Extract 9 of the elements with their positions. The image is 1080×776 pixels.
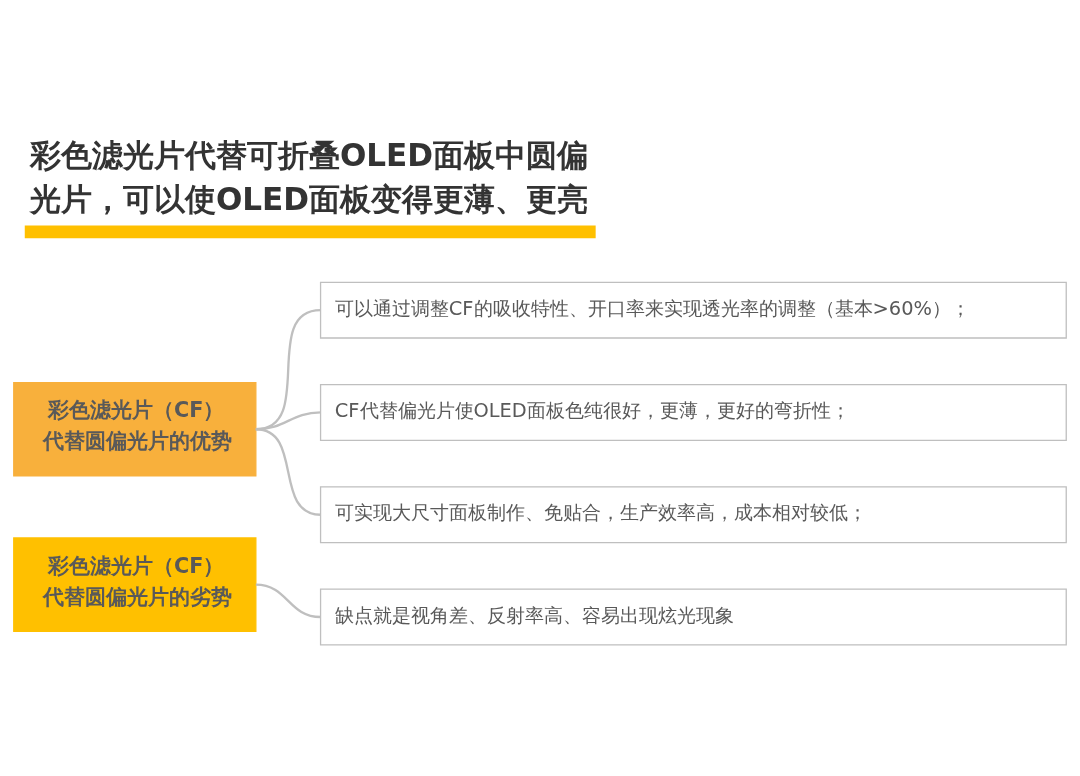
node-box: CF代替偏光片使OLED面板色纯很好，更薄，更好的弯折性；: [319, 383, 1067, 441]
node-box: 缺点就是视角差、反射率高、容易出现炫光现象: [319, 588, 1067, 645]
connector: [255, 582, 321, 618]
connector: [255, 427, 321, 516]
node-box: 彩色滤光片（CF）代替圆偏光片的优势: [13, 381, 257, 477]
node-box: 可实现大尺寸面板制作、免贴合，生产效率高，成本相对较低；: [319, 485, 1067, 543]
node-box: 可以通过调整CF的吸收特性、开口率来实现透光率的调整（基本>60%）；: [319, 281, 1067, 339]
diagram-title: 彩色滤光片代替可折叠OLED面板中圆偏光片，可以使OLED面板变得更薄、更亮: [29, 136, 589, 217]
node-box: 彩色滤光片（CF）代替圆偏光片的劣势: [13, 536, 257, 632]
